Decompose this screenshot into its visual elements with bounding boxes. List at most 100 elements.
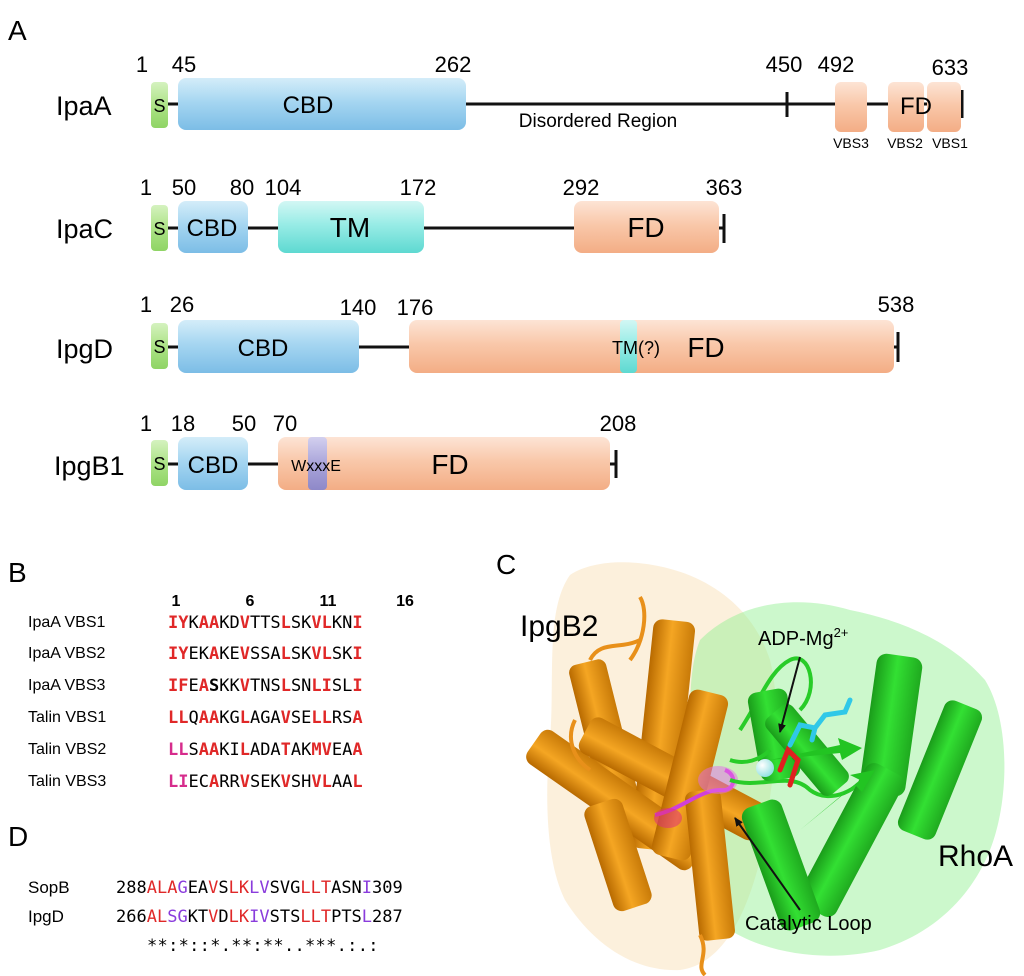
vbs-alignment: 1 6 11 16 IpaA VBS1 IYKAAKDVTTSLSKVLKNI … [28,593,414,792]
alignment-sequence: LLQAAKGLAGAVSELLRSA [168,708,363,728]
alignment-row-label: Talin VBS1 [28,709,106,726]
cbd-domain [178,437,248,490]
alignment-row-label: Talin VBS2 [28,741,106,758]
position-number: 11 [320,593,337,610]
adp-mg-text: ADP-Mg [758,628,834,650]
fd-domain [278,437,610,490]
residue-number: 1 [140,292,152,317]
residue-number: 18 [171,411,195,436]
ipgb2-helices [526,595,768,976]
alignment-row-label: Talin VBS3 [28,773,106,790]
alignment-row-label: IpaA VBS2 [28,645,105,662]
ipgb2-helix [584,798,652,912]
residue-number: 50 [172,175,196,200]
rhoa-loop [729,768,872,798]
adp-ligand [756,697,853,788]
rhoa-helix [859,653,923,797]
rhoa-helix [798,763,904,917]
vbs2-label: VBS2 [887,135,923,151]
ipac-diagram: IpaC S CBD TM FD 1 50 80 104 172 292 363 [56,175,742,253]
rhoa-loop [729,748,772,764]
alignment-row-label: IpaA VBS3 [28,677,105,694]
rhoa-helix [897,700,983,840]
signal-domain [151,440,168,486]
wxxxe-motif [308,437,327,490]
ipaa-diagram: IpaA S CBD Disordered Region FD VBS3 VBS… [56,52,968,151]
adp-mg-label: ADP-Mg2+ [758,625,848,650]
vbs1-label: VBS1 [932,135,968,151]
sopb-ipgd-alignment: SopB 288ALAGEAVSLKLVSVGLLTASNI309 IpgD 2… [28,878,403,956]
signal-domain [151,82,168,128]
catalytic-loop-arrow [734,817,801,911]
signal-label: S [153,219,165,239]
residue-number: 50 [232,411,256,436]
adp-sticks [787,697,853,748]
rhoa-helix [765,704,849,796]
ipgb2-label: IpgB2 [520,610,598,643]
residue-number: 104 [265,175,302,200]
protein-name-ipac: IpaC [56,214,113,244]
signal-label: S [153,337,165,357]
fd-label: FD [900,93,932,120]
residue-number: 1 [140,175,152,200]
residue-number: 176 [397,295,434,320]
tm-label: TM [330,212,370,243]
rhoa-helices [729,653,983,931]
cbd-domain [178,78,466,130]
vbs3-domain [835,82,867,132]
alignment-sequence: LLSAAKILADATAKMVEAA [168,740,363,760]
residue-number: 208 [600,411,637,436]
fd-domain [574,201,719,253]
wxxxe-label: WxxxE [291,458,341,475]
residue-number: 140 [340,295,377,320]
rhoa-helix [741,799,821,931]
ipgb2-red-patch [654,808,682,828]
tm-putative-domain [620,320,637,373]
fd-label: FD [687,332,724,363]
position-number: 1 [172,593,181,610]
cbd-label: CBD [188,452,239,479]
protein-name-ipgb1: IpgB1 [54,451,125,481]
cbd-domain [178,320,359,373]
residue-number: 80 [230,175,254,200]
ipgb2-loop [569,719,592,772]
alignment-sequence: IYEKAKEVSSALSKVLSKI [168,644,363,664]
disordered-region-label: Disordered Region [519,111,677,132]
alignment-sequence: 288ALAGEAVSLKLVSVGLLTASNI309 [116,878,403,898]
alignment-row-label: IpaA VBS1 [28,614,105,631]
ipgb2-loop [628,595,647,662]
cbd-label: CBD [283,92,334,119]
ipgb2-rhoa-structure: IpgB2 RhoA ADP-Mg2+ Catalytic Loop [520,562,1013,976]
protein-name-ipgd: IpgD [56,334,113,364]
alignment-sequence: IYKAAKDVTTSLSKVLKNI [168,613,363,633]
panel-label-c: C [496,549,516,580]
residue-number: 26 [170,292,194,317]
alignment-row-name: SopB [28,878,70,897]
signal-domain [151,205,168,251]
residue-number: 262 [435,52,472,77]
panel-label-d: D [8,821,28,852]
ipgb2-loop [588,638,641,662]
ipgb1-diagram: IpgB1 S CBD WxxxE FD 1 18 50 70 208 [54,411,636,490]
residue-number: 363 [706,175,743,200]
mg-ion [756,759,774,777]
fd-domain [888,82,924,132]
adp-mg-superscript: 2+ [834,625,849,640]
cbd-label: CBD [238,335,289,362]
panel-label-b: B [8,557,27,588]
fd-domain [409,320,894,373]
residue-number: 1 [140,411,152,436]
fd-label: FD [627,212,664,243]
adp-phosphates [777,745,801,788]
alignment-sequence: 266ALSGKTVDLKIVSTSLLTPTSL287 [116,907,403,927]
panel-label-a: A [8,15,27,46]
residue-number: 70 [273,411,297,436]
cbd-label: CBD [187,215,238,242]
ipgb2-helix [685,789,735,941]
ipgb2-loop [698,934,707,976]
signal-label: S [153,454,165,474]
ipgd-diagram: IpgD S CBD TM(?) FD 1 26 140 176 538 [56,292,914,373]
vbs1-domain [927,82,961,132]
alignment-sequence: IFEASKKVTNSLSNLISLI [168,676,363,696]
